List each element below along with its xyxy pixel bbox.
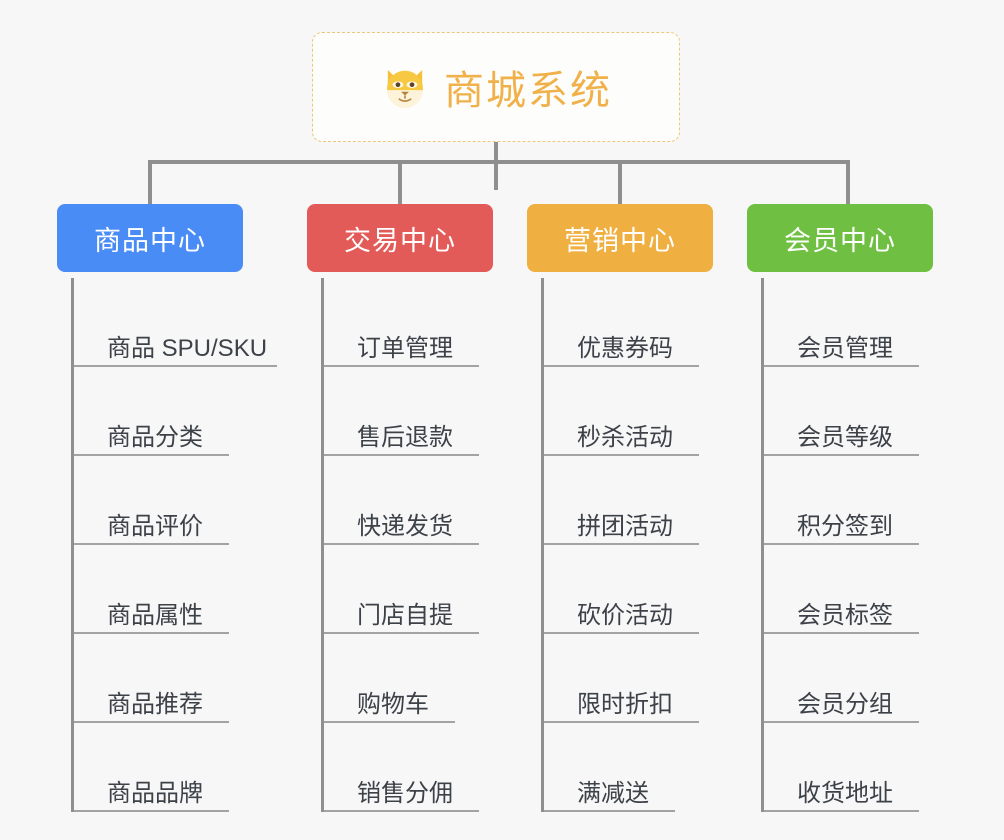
list-item[interactable]: 快递发货	[324, 456, 521, 545]
leaf-label: 商品 SPU/SKU	[107, 334, 268, 362]
list-item[interactable]: 满减送	[544, 723, 741, 812]
leaf-label: 商品推荐	[107, 690, 203, 718]
leaf-label: 优惠券码	[577, 334, 673, 362]
leaf-label: 快递发货	[357, 512, 453, 540]
list-item[interactable]: 售后退款	[324, 367, 521, 456]
leaf-rule	[74, 365, 277, 367]
leaf-rule	[544, 632, 699, 634]
connector-drop-1	[148, 160, 152, 206]
list-item[interactable]: 购物车	[324, 634, 521, 723]
leaf-rule	[324, 721, 455, 723]
leaf-rule	[74, 721, 229, 723]
leaf-label: 会员标签	[797, 601, 893, 629]
leaf-label: 会员分组	[797, 690, 893, 718]
leaf-rule	[74, 454, 229, 456]
leaf-rule	[544, 365, 699, 367]
list-item[interactable]: 会员管理	[764, 278, 961, 367]
leaf-label: 砍价活动	[577, 601, 673, 629]
root-title: 商城系统	[444, 69, 612, 113]
list-item[interactable]: 商品 SPU/SKU	[74, 278, 277, 367]
list-item[interactable]: 拼团活动	[544, 456, 741, 545]
list-item[interactable]: 积分签到	[764, 456, 961, 545]
branch-header-label-4: 会员中心	[784, 225, 896, 256]
leaf-rule	[324, 810, 479, 812]
leaf-rule	[74, 632, 229, 634]
list-item[interactable]: 商品评价	[74, 456, 271, 545]
branch-header-3[interactable]: 营销中心	[527, 204, 713, 272]
leaf-rule	[764, 365, 919, 367]
list-item[interactable]: 秒杀活动	[544, 367, 741, 456]
list-item[interactable]: 优惠券码	[544, 278, 741, 367]
list-item[interactable]: 收货地址	[764, 723, 961, 812]
leaf-label: 订单管理	[357, 334, 453, 362]
list-item[interactable]: 商品品牌	[74, 723, 271, 812]
branch-2: 交易中心	[307, 204, 493, 272]
leaf-list-2: 订单管理 售后退款 快递发货 门店自提 购物车 销售分佣	[321, 278, 521, 812]
connector-horizontal-bus	[148, 160, 848, 164]
leaf-rule	[324, 543, 479, 545]
list-item[interactable]: 会员分组	[764, 634, 961, 723]
leaf-rule	[324, 365, 479, 367]
branch-header-label-2: 交易中心	[344, 225, 456, 256]
branch-header-4[interactable]: 会员中心	[747, 204, 933, 272]
leaf-rule	[764, 454, 919, 456]
leaf-rule	[544, 454, 699, 456]
leaf-list-4: 会员管理 会员等级 积分签到 会员标签 会员分组 收货地址	[761, 278, 961, 812]
leaf-label: 积分签到	[797, 512, 893, 540]
branch-header-label-3: 营销中心	[564, 225, 676, 256]
leaf-rule	[764, 810, 919, 812]
list-item[interactable]: 会员标签	[764, 545, 961, 634]
leaf-label: 商品属性	[107, 601, 203, 629]
leaf-rule	[764, 543, 919, 545]
leaf-label: 门店自提	[357, 601, 453, 629]
leaf-label: 拼团活动	[577, 512, 673, 540]
connector-root-stem	[494, 142, 498, 190]
branch-4: 会员中心	[747, 204, 933, 272]
leaf-label: 收货地址	[797, 779, 893, 807]
leaf-label: 秒杀活动	[577, 423, 673, 451]
list-item[interactable]: 门店自提	[324, 545, 521, 634]
leaf-rule	[324, 454, 479, 456]
list-item[interactable]: 订单管理	[324, 278, 521, 367]
leaf-label: 售后退款	[357, 423, 453, 451]
leaf-label: 商品评价	[107, 512, 203, 540]
connector-drop-4	[846, 160, 850, 206]
leaf-rule	[544, 721, 699, 723]
branch-1: 商品中心	[57, 204, 243, 272]
leaf-label: 商品品牌	[107, 779, 203, 807]
leaf-label: 销售分佣	[357, 779, 453, 807]
leaf-list-3: 优惠券码 秒杀活动 拼团活动 砍价活动 限时折扣 满减送	[541, 278, 741, 812]
branch-header-1[interactable]: 商品中心	[57, 204, 243, 272]
branch-header-2[interactable]: 交易中心	[307, 204, 493, 272]
leaf-rule	[544, 810, 675, 812]
connector-drop-3	[618, 160, 622, 206]
list-item[interactable]: 商品分类	[74, 367, 271, 456]
leaf-label: 会员管理	[797, 334, 893, 362]
leaf-label: 商品分类	[107, 423, 203, 451]
connector-drop-2	[398, 160, 402, 206]
leaf-label: 会员等级	[797, 423, 893, 451]
leaf-label: 满减送	[577, 779, 649, 807]
branch-3: 营销中心	[527, 204, 713, 272]
dog-face-icon	[380, 62, 430, 112]
leaf-rule	[74, 810, 229, 812]
leaf-rule	[324, 632, 479, 634]
leaf-rule	[764, 632, 919, 634]
list-item[interactable]: 商品属性	[74, 545, 271, 634]
branch-header-label-1: 商品中心	[94, 225, 206, 256]
root-node[interactable]: 商城系统	[312, 32, 680, 142]
list-item[interactable]: 商品推荐	[74, 634, 271, 723]
list-item[interactable]: 砍价活动	[544, 545, 741, 634]
list-item[interactable]: 会员等级	[764, 367, 961, 456]
list-item[interactable]: 销售分佣	[324, 723, 521, 812]
leaf-label: 购物车	[357, 690, 429, 718]
leaf-rule	[544, 543, 699, 545]
leaf-rule	[74, 543, 229, 545]
leaf-rule	[764, 721, 919, 723]
leaf-label: 限时折扣	[577, 690, 673, 718]
leaf-list-1: 商品 SPU/SKU 商品分类 商品评价 商品属性 商品推荐 商品品牌	[71, 278, 277, 812]
list-item[interactable]: 限时折扣	[544, 634, 741, 723]
